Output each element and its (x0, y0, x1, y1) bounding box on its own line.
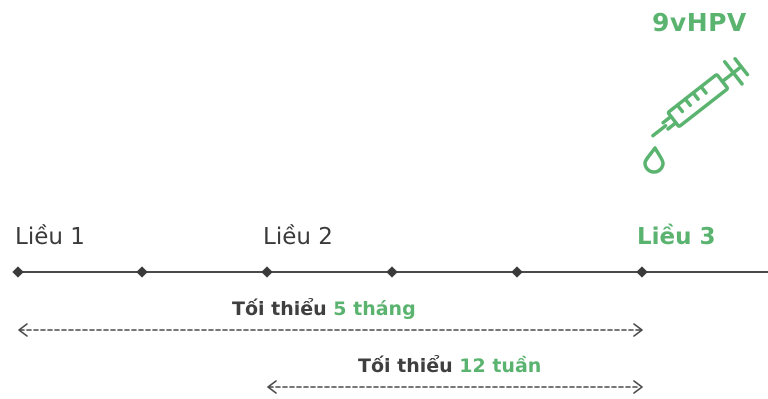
interval-label-5-months: Tối thiểu 5 tháng (232, 298, 416, 320)
interval-prefix: Tối thiểu (358, 355, 460, 377)
syringe-icon (643, 57, 750, 174)
interval-label-12-weeks: Tối thiểu 12 tuần (358, 355, 541, 377)
timeline-marker (636, 266, 648, 278)
dose-label-3: Liều 3 (637, 224, 716, 250)
dose-label-2: Liều 2 (263, 224, 333, 250)
interval-value: 5 tháng (333, 298, 416, 320)
timeline-marker (261, 266, 273, 278)
interval-arrow-12-weeks (267, 380, 643, 394)
timeline-marker (136, 266, 148, 278)
timeline-marker (386, 266, 398, 278)
dose-label-1: Liều 1 (15, 224, 85, 250)
timeline-marker (12, 266, 24, 278)
timeline-markers (12, 266, 648, 278)
interval-prefix: Tối thiểu (232, 298, 334, 320)
timeline-marker (511, 266, 523, 278)
interval-arrow-5-months (18, 323, 643, 337)
interval-value: 12 tuần (459, 355, 542, 377)
vaccine-name: 9vHPV (652, 8, 747, 37)
